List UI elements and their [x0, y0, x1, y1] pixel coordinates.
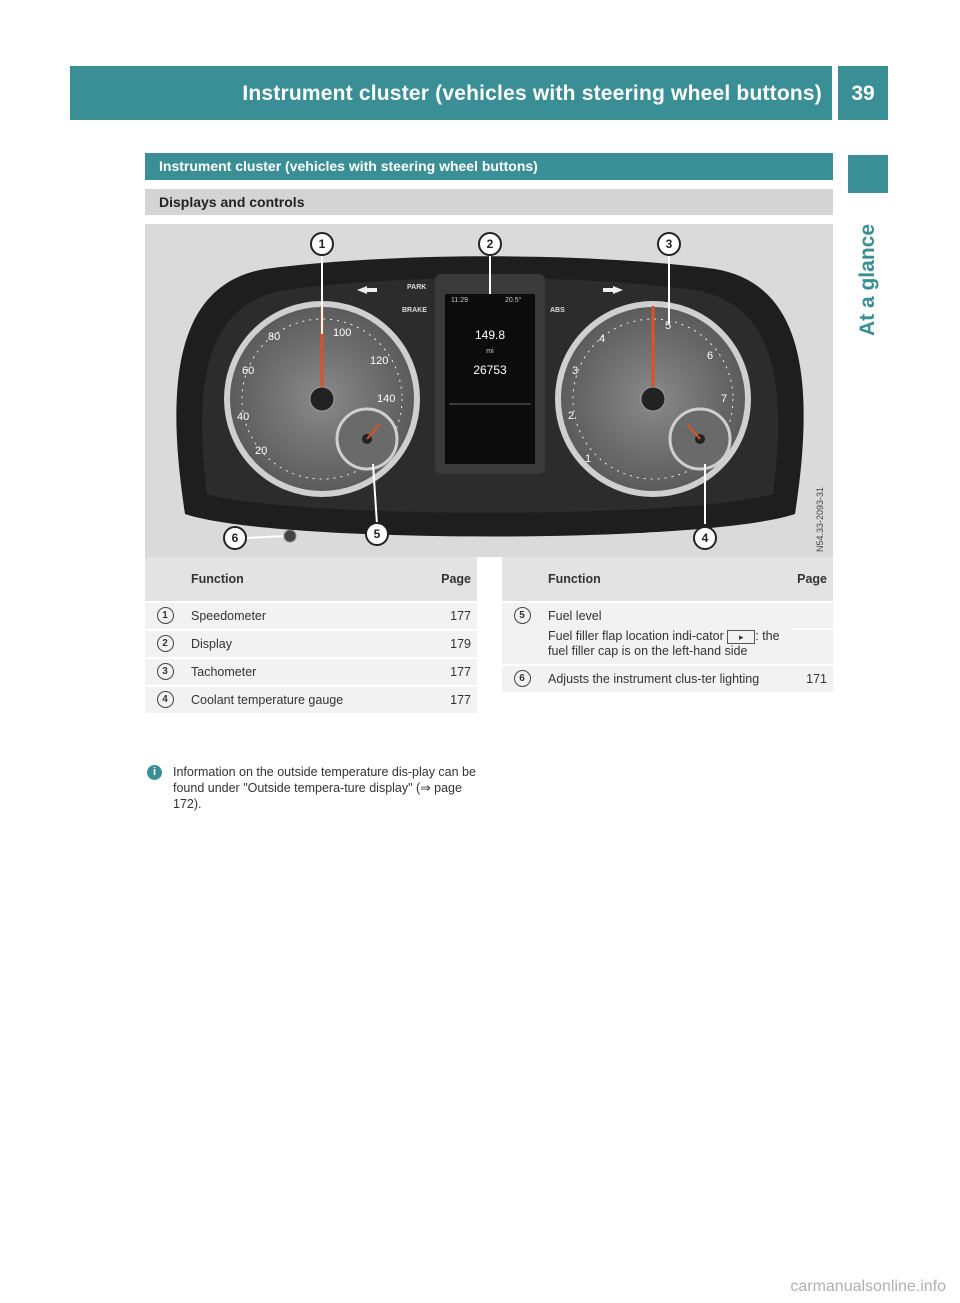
table-row: 2 Display 179	[145, 629, 477, 658]
callout-5: 5	[365, 522, 389, 546]
function-cell: Adjusts the instrument clus-ter lighting	[542, 663, 792, 692]
tacho-label: 6	[707, 350, 713, 362]
park-label: PARK	[407, 284, 426, 291]
speed-label: 120	[370, 355, 388, 367]
callout-6: 6	[223, 526, 247, 550]
speed-label: 100	[333, 327, 351, 339]
table-row: 6 Adjusts the instrument clus-ter lighti…	[502, 663, 833, 692]
callout-number: 1	[156, 607, 174, 624]
info-icon: i	[147, 765, 162, 780]
function-cell: Tachometer	[185, 657, 418, 686]
table-header: Function Page	[145, 557, 477, 602]
header-divider	[834, 66, 836, 120]
table-row: Fuel filler flap location indi-cator ▸: …	[502, 628, 833, 665]
page-header: Page	[417, 557, 477, 602]
function-cell: Display	[185, 629, 418, 658]
speed-label: 80	[268, 331, 280, 343]
tacho-label: 2	[568, 410, 574, 422]
section-title: Instrument cluster (vehicles with steeri…	[145, 153, 833, 180]
left-turn-arrow-icon	[357, 286, 377, 294]
info-note: i Information on the outside temperature…	[147, 764, 487, 812]
function-cell: Fuel level	[542, 601, 792, 629]
tacho-label: 1	[585, 453, 591, 465]
function-cell: Fuel filler flap location indi-cator ▸: …	[542, 629, 792, 665]
table-row: 5 Fuel level	[502, 601, 833, 665]
section-subtitle: Displays and controls	[145, 189, 833, 215]
cluster-lighting-knob	[283, 529, 297, 543]
function-table-right: Function Page 5 Fuel level Fuel filler f…	[502, 557, 833, 692]
callout-number: 4	[156, 691, 174, 708]
page-cell: 177	[417, 601, 477, 630]
page-cell	[791, 628, 833, 665]
center-display-screen	[445, 294, 535, 464]
callout-4: 4	[693, 526, 717, 550]
instrument-cluster-figure: 20 40 60 80 100 120 140 11:29 20.5° 149.…	[145, 224, 833, 557]
page-number: 39	[838, 66, 888, 120]
tacho-label: 4	[599, 333, 605, 345]
tacho-label: 5	[665, 320, 671, 332]
svg-text:5: 5	[374, 527, 381, 541]
page-cell: 179	[417, 629, 477, 658]
tacho-label: 3	[572, 365, 578, 377]
speed-label: 20	[255, 445, 267, 457]
table-row: 3 Tachometer 177	[145, 657, 477, 686]
right-turn-arrow-icon	[603, 286, 623, 294]
footer-watermark: carmanualsonline.info	[790, 1278, 946, 1295]
page-cell: 177	[417, 657, 477, 686]
callout-2: 2	[478, 232, 502, 256]
fuel-pump-icon: ▸	[727, 629, 756, 644]
page-header: Page	[791, 557, 833, 602]
function-cell: Coolant temperature gauge	[185, 685, 418, 713]
abs-label: ABS	[550, 307, 565, 314]
svg-text:1: 1	[319, 237, 326, 251]
table-header: Function Page	[502, 557, 833, 602]
running-header-title: Instrument cluster (vehicles with steeri…	[242, 82, 822, 105]
figure-code: N54.33-2093-31	[815, 487, 825, 552]
svg-text:2: 2	[487, 237, 494, 251]
page-cell: 177	[417, 685, 477, 713]
page-cell	[791, 601, 833, 629]
side-tab-marker	[848, 155, 888, 193]
page-cell: 171	[791, 663, 833, 692]
callout-1: 1	[310, 232, 334, 256]
callout-3: 3	[657, 232, 681, 256]
display-time: 11:29	[451, 297, 468, 304]
table-row: 1 Speedometer 177	[145, 601, 477, 630]
brake-label: BRAKE	[402, 307, 427, 314]
tacho-label: 7	[721, 393, 727, 405]
side-tab-label: At a glance	[856, 223, 879, 337]
display-trip-unit: mi	[486, 348, 494, 355]
function-cell: Speedometer	[185, 601, 418, 630]
svg-text:3: 3	[666, 237, 673, 251]
callout-number: 5	[513, 607, 531, 624]
svg-text:4: 4	[702, 531, 709, 545]
display-odometer: 26753	[473, 363, 507, 377]
function-header: Function	[185, 557, 418, 602]
speed-label: 140	[377, 393, 395, 405]
info-text: Information on the outside temperature d…	[173, 765, 476, 811]
display-temp: 20.5°	[505, 296, 522, 304]
cluster-illustration: 20 40 60 80 100 120 140 11:29 20.5° 149.…	[176, 232, 825, 552]
table-row: 4 Coolant temperature gauge 177	[145, 685, 477, 713]
header-bar	[70, 66, 832, 120]
function-header: Function	[542, 557, 792, 602]
callout-number: 2	[156, 635, 174, 652]
speed-label: 60	[242, 365, 254, 377]
svg-text:6: 6	[232, 531, 239, 545]
side-tab: At a glance	[848, 205, 888, 355]
callout-number: 3	[156, 663, 174, 680]
callout-number: 6	[513, 669, 531, 687]
display-trip: 149.8	[475, 328, 505, 342]
function-table-left: Function Page 1 Speedometer 177 2 Displa…	[145, 557, 477, 713]
speed-label: 40	[237, 411, 249, 423]
